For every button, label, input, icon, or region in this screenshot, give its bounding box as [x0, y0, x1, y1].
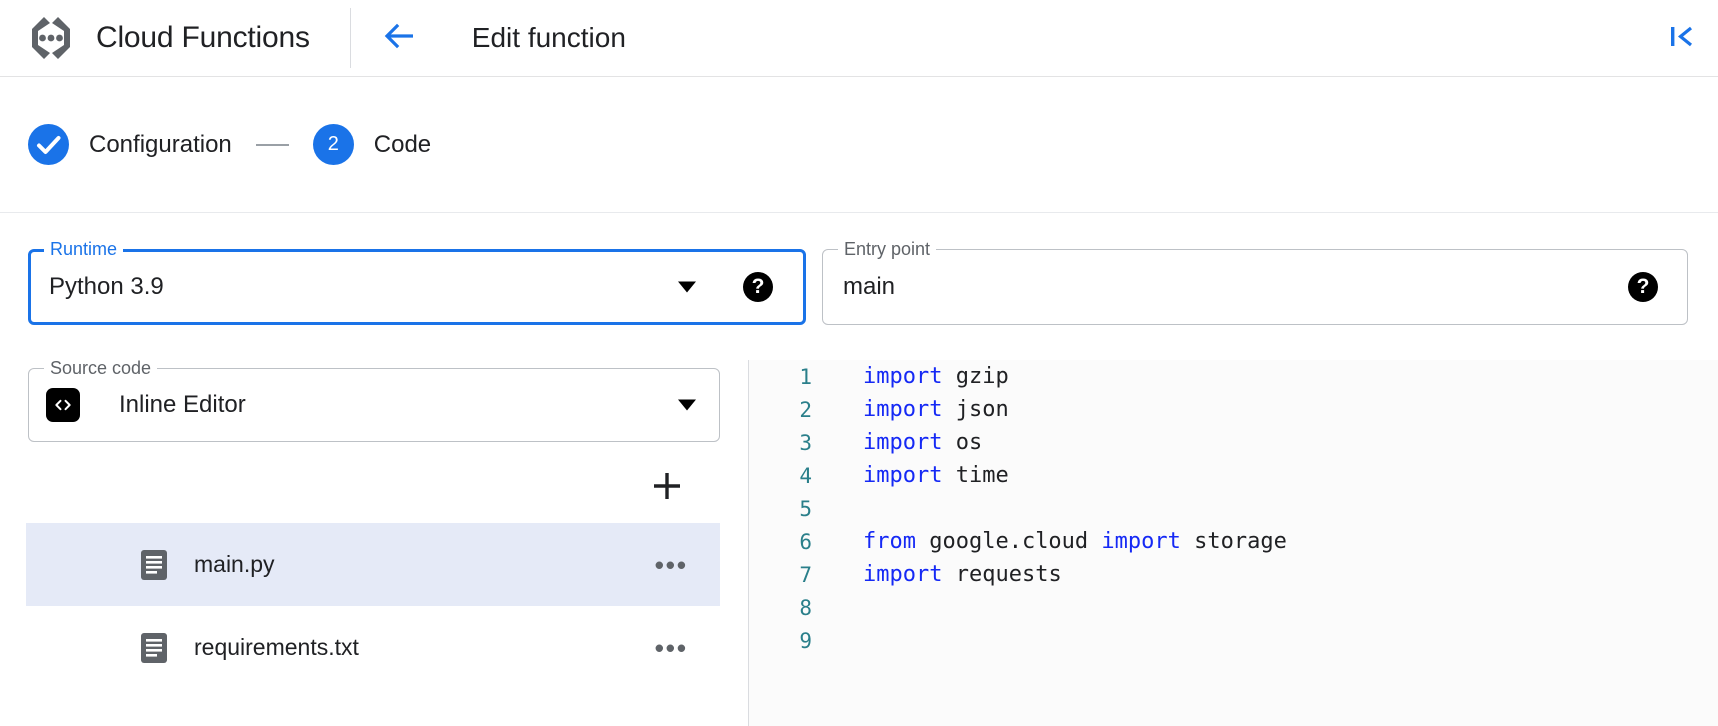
- code-keyword: import: [863, 397, 943, 422]
- file-icon: [141, 632, 167, 663]
- code-line-text[interactable]: import gzip: [822, 364, 1009, 389]
- add-file-button[interactable]: [645, 466, 689, 510]
- code-line-number: 4: [799, 463, 812, 488]
- entry-point-help-icon[interactable]: ?: [1628, 272, 1658, 302]
- code-line-text[interactable]: import os: [822, 430, 982, 455]
- code-line: 7 import requests: [749, 558, 1718, 591]
- source-code-selected-value: Inline Editor: [119, 391, 246, 418]
- runtime-help-icon[interactable]: ?: [743, 272, 773, 302]
- code-line: 1 import gzip: [749, 360, 1718, 393]
- arrow-left-icon: [382, 19, 416, 58]
- runtime-field-label: Runtime: [44, 238, 124, 260]
- step-configuration[interactable]: Configuration: [28, 124, 232, 165]
- step-code-marker: 2: [312, 124, 354, 165]
- code-line-number: 2: [799, 397, 812, 422]
- cloud-functions-logo-icon: [24, 11, 78, 65]
- code-token: storage: [1180, 529, 1287, 554]
- entry-point-input[interactable]: main: [843, 273, 896, 300]
- code-line-text[interactable]: import time: [822, 463, 1009, 488]
- step-connector: [255, 143, 289, 146]
- app-header: Cloud Functions Edit function: [0, 0, 1718, 77]
- file-overflow-menu-button[interactable]: •••: [654, 549, 688, 580]
- code-line-number: 1: [799, 364, 812, 389]
- back-button[interactable]: [382, 21, 416, 55]
- source-file-list: main.py ••• requirements.txt •••: [26, 523, 720, 689]
- chevron-down-icon[interactable]: [678, 281, 696, 293]
- step-code-label: Code: [373, 130, 432, 158]
- runtime-field[interactable]: Runtime Python 3.9 ?: [28, 238, 806, 325]
- code-line: 2 import json: [749, 393, 1718, 426]
- runtime-selected-value: Python 3.9: [49, 273, 164, 300]
- code-token: json: [942, 397, 1009, 422]
- code-line-text[interactable]: from google.cloud import storage: [822, 529, 1287, 554]
- source-code-field-label: Source code: [44, 357, 158, 379]
- code-line-number: 9: [799, 628, 812, 653]
- plus-icon: [650, 469, 684, 508]
- source-code-field-outline: [28, 368, 720, 442]
- code-line-text[interactable]: import requests: [822, 562, 1062, 587]
- source-code-field[interactable]: Source code Inline Editor: [28, 357, 720, 442]
- code-line: 5: [749, 492, 1718, 525]
- first-page-icon: [1666, 21, 1696, 56]
- code-brackets-icon: [46, 388, 80, 422]
- code-line-number: 6: [799, 529, 812, 554]
- code-token: google.cloud: [915, 529, 1102, 554]
- inline-code-editor[interactable]: 1 import gzip 2 import json 3 import os 4 impor…: [749, 360, 1718, 726]
- code-line-number: 3: [799, 430, 812, 455]
- file-icon: [141, 549, 167, 580]
- collapse-panel-button[interactable]: [1664, 21, 1698, 55]
- file-overflow-menu-button[interactable]: •••: [654, 632, 688, 663]
- entry-point-field-label: Entry point: [838, 238, 937, 260]
- code-keyword: import: [1101, 529, 1181, 554]
- code-line: 3 import os: [749, 426, 1718, 459]
- file-list-item-main-py[interactable]: main.py •••: [26, 523, 720, 606]
- code-line-number: 8: [799, 595, 812, 620]
- runtime-field-outline: [28, 249, 806, 325]
- code-keyword: import: [863, 463, 943, 488]
- step-code[interactable]: 2 Code: [312, 124, 432, 165]
- code-keyword: import: [863, 562, 943, 587]
- code-token: time: [942, 463, 1009, 488]
- code-keyword: import: [863, 364, 943, 389]
- header-divider: [349, 8, 351, 68]
- code-keyword: import: [863, 430, 943, 455]
- panel-divider: [748, 360, 749, 726]
- code-token: gzip: [942, 364, 1009, 389]
- code-line: 9: [749, 624, 1718, 657]
- brand-block: Cloud Functions: [0, 11, 310, 65]
- code-line: 4 import time: [749, 459, 1718, 492]
- code-token: os: [942, 430, 983, 455]
- file-name-label: main.py: [194, 551, 275, 577]
- code-line-number: 5: [799, 496, 812, 521]
- code-keyword: from: [863, 529, 916, 554]
- file-list-item-requirements-txt[interactable]: requirements.txt •••: [26, 606, 720, 689]
- step-configuration-label: Configuration: [89, 130, 232, 158]
- page-title: Edit function: [471, 22, 626, 53]
- product-title: Cloud Functions: [96, 21, 310, 54]
- entry-point-field[interactable]: Entry point main ?: [822, 238, 1688, 325]
- step-configuration-marker: [28, 124, 69, 165]
- wizard-stepper: Configuration 2 Code: [0, 77, 1718, 213]
- file-name-label: requirements.txt: [194, 634, 359, 660]
- stepper-items: Configuration 2 Code: [0, 124, 431, 165]
- code-line-number: 7: [799, 562, 812, 587]
- code-line: 6 from google.cloud import storage: [749, 525, 1718, 558]
- code-token: requests: [942, 562, 1062, 587]
- entry-point-field-outline: [822, 249, 1688, 325]
- source-code-chevron-down-icon[interactable]: [678, 399, 696, 411]
- code-line-text[interactable]: import json: [822, 397, 1009, 422]
- code-line: 8: [749, 591, 1718, 624]
- main-content: Runtime Python 3.9 ? Entry point main ? …: [0, 214, 1718, 726]
